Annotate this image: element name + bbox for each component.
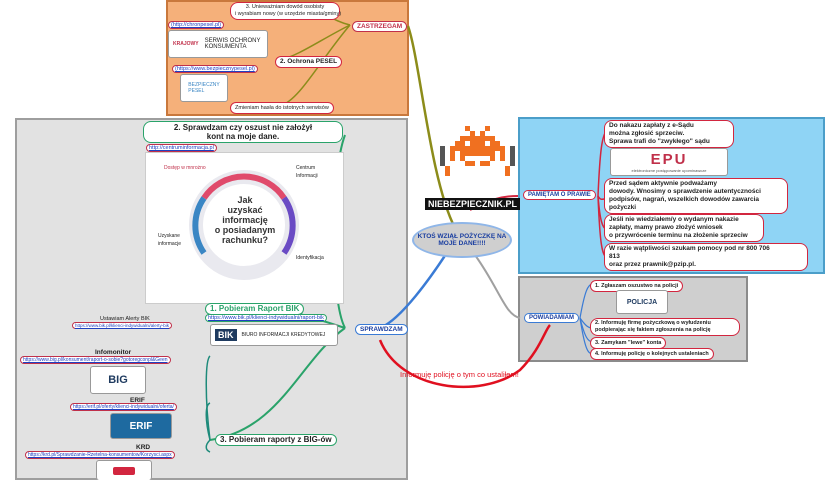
center-question: KTOŚ WZIĄŁ POŻYCZKĘ NA MOJE DANE!!!! [412, 222, 512, 258]
bik-name: BIURO INFORMACJI KREDYTOWEJ [241, 332, 326, 338]
bezpieczny-pesel-logo: BEZPIECZNY PESEL [180, 74, 228, 102]
erif-title: ERIF [130, 397, 145, 404]
pamietam-note-1: Do nakazu zapłaty z e-Sądu można zgłosić… [604, 120, 734, 148]
space-invader-icon [440, 126, 515, 176]
krd-logo-mark [113, 466, 135, 475]
ochrona-pesel-node: 2. Ochrona PESEL [275, 56, 343, 68]
powiadamiam-label: POWIADAMIAM [524, 313, 579, 323]
zastrzegam-step3: 3. Unieważniam dowód osobisty i wyrabiam… [230, 2, 341, 20]
pamietam-note-3: Jeśli nie wiedziałem/y o wydanym nakazie… [604, 214, 764, 242]
info-item-3: Uzyskane informacje [158, 233, 182, 247]
erif-link[interactable]: https://erif.pl/oferty/klienci-indywidua… [70, 403, 177, 411]
infographic-ring [189, 170, 299, 280]
info-item-4: Identyfikacja [296, 255, 324, 261]
infographic-title: Jak uzyskać informację o posiadanym rach… [214, 195, 276, 245]
epu-mark: EPU [650, 151, 688, 168]
brand-label: NIEBEZPIECZNIK.PL [425, 198, 521, 210]
powiadamiam-step4: 4. Informuję policję o kolejnych ustalen… [590, 348, 714, 360]
krajowy-rejestr-logo: KRAJOWY SERWIS OCHRONY KONSUMENTA [168, 30, 268, 58]
zastrzegam-label: ZASTRZEGAM [352, 21, 408, 32]
bik-mark: BIK [215, 329, 237, 341]
info-item-2: Centrum Informacji [296, 165, 318, 179]
alerty-bik-link[interactable]: https://www.bik.pl/klienci-indywidualni/… [72, 322, 173, 329]
bik-logo: BIK BIURO INFORMACJI KREDYTOWEJ [210, 324, 338, 346]
info-item-1: Dostęp w mnrożno [164, 165, 206, 171]
epu-logo: EPU elektroniczne postępowanie upominawc… [610, 148, 728, 176]
pamietam-note-4: W razie wątpliwości szukam pomocy pod nr… [604, 243, 808, 271]
krajowy-brand: KRAJOWY [173, 41, 199, 47]
big-logo: BIG [90, 366, 146, 394]
raport-bik-link[interactable]: https://www.bik.pl/klienci-indywidualni/… [205, 314, 327, 322]
krajowy-name: SERWIS OCHRONY KONSUMENTA [204, 38, 261, 50]
infomonitor-link[interactable]: https://www.big.pl/konsument/raport-o-so… [20, 356, 171, 364]
erif-logo: ERIF [110, 413, 172, 439]
centrum-link[interactable]: http://centruminformacja.pl [146, 144, 217, 152]
center-question-text: KTOŚ WZIĄŁ POŻYCZKĘ NA MOJE DANE!!!! [417, 233, 507, 247]
powiadamiam-step2: 2. Informuję firmę pożyczkową o wyłudzen… [590, 318, 740, 336]
krd-link[interactable]: https://krd.pl/Sprawdzanie-Rzetelna-kons… [25, 451, 175, 459]
policja-logo: POLICJA [616, 290, 668, 314]
step2-title: 2. Sprawdzam czy oszust nie założył kont… [143, 121, 343, 143]
invader-logo [440, 126, 515, 196]
bottom-note: Informuję policję o tym co ustaliłem! [400, 370, 519, 379]
krd-title: KRD [136, 444, 151, 451]
infographic: Jak uzyskać informację o posiadanym rach… [145, 152, 344, 304]
alert-title: Ustawiam Alerty BIK [100, 316, 150, 322]
pamietam-label: PAMIĘTAM O PRAWIE [523, 190, 596, 200]
chronpesel-link[interactable]: (http://chronpesel.pl) [168, 21, 225, 29]
pamietam-note-2: Przed sądem aktywnie podważamy dowody. W… [604, 178, 788, 214]
zmieniam-hasla-node: Zmieniam hasła do istotnych serwisów [230, 102, 334, 114]
krd-logo [96, 460, 152, 480]
epu-sub: elektroniczne postępowanie upominawcze [631, 168, 707, 173]
step3-title: 3. Pobieram raporty z BIG-ów [215, 434, 337, 446]
sprawdzam-label: SPRAWDZAM [355, 324, 408, 335]
infomonitor-title: Infomonitor [95, 349, 132, 356]
bezpiecznypesel-link[interactable]: (https://www.bezpiecznypesel.pl) [172, 65, 258, 73]
